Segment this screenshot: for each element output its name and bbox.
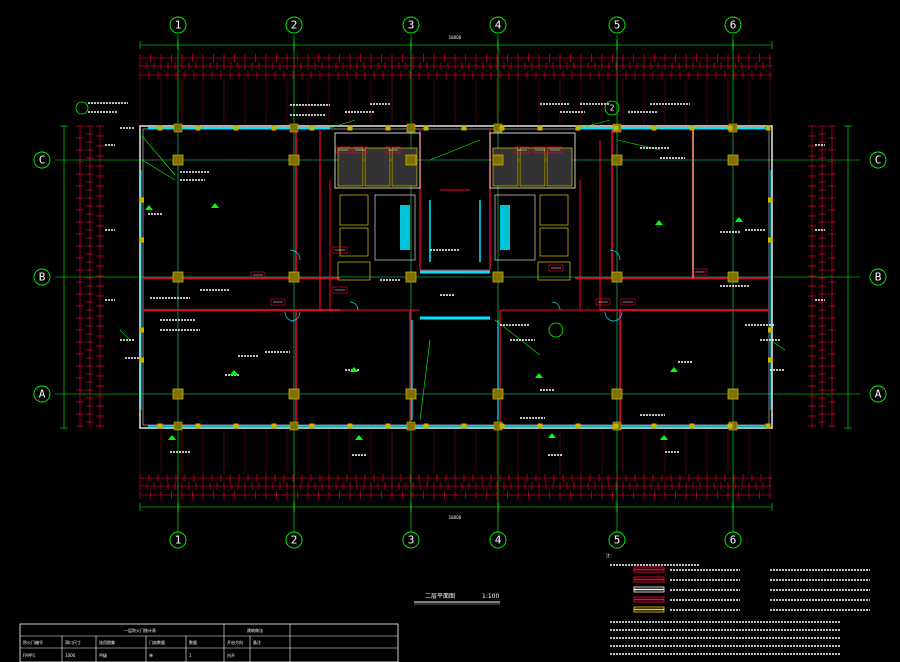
notes-legend-block: 注： xyxy=(606,552,870,655)
axis-bubble-label-col-5: 5 xyxy=(614,534,621,547)
axis-bubble-circle xyxy=(33,385,51,403)
structural-columns xyxy=(139,123,773,431)
axis-bubble-label-row-B: B xyxy=(39,271,46,284)
note-lines xyxy=(610,564,840,655)
column xyxy=(727,388,739,400)
axis-bubble-circle xyxy=(869,151,887,169)
core-right xyxy=(489,132,576,281)
axis-bubble-circle xyxy=(724,16,742,34)
column xyxy=(288,154,300,166)
axis-bubble-label-col-4: 4 xyxy=(495,19,502,32)
axis-bubble-circle xyxy=(169,16,187,34)
dimension-chains xyxy=(60,40,852,512)
table-cell: 门扇数量 xyxy=(149,639,165,645)
column xyxy=(611,388,623,400)
axis-bubble-label-col-4: 4 xyxy=(495,534,502,547)
axis-bubble-label-row-B: B xyxy=(875,271,882,284)
column xyxy=(611,271,623,283)
table-cell: 开启方向 xyxy=(227,639,243,645)
axis-bubble-label-col-2: 2 xyxy=(291,534,298,547)
table-cell: 单 xyxy=(149,652,153,658)
axis-bubble-circle xyxy=(489,531,507,549)
column xyxy=(288,388,300,400)
axis-bubble-circle xyxy=(285,16,303,34)
axis-bubble-circle xyxy=(169,531,187,549)
table-cell: 1 xyxy=(189,653,192,658)
annotation-text-marks xyxy=(88,102,825,456)
column xyxy=(492,154,504,166)
detail-bubble-label: 2 xyxy=(610,104,615,113)
detail-bubble: 2 xyxy=(75,100,620,338)
axis-bubble-label-row-C: C xyxy=(39,154,46,167)
axis-bubble-label-col-3: 3 xyxy=(408,534,415,547)
interior-walls xyxy=(143,130,769,425)
axis-bubble-label-col-6: 6 xyxy=(730,19,737,32)
axis-bubble-label-col-5: 5 xyxy=(614,19,621,32)
axis-bubble-circle xyxy=(869,385,887,403)
axis-grid-lines xyxy=(55,35,860,532)
table-cell: 1000 xyxy=(65,653,76,658)
table-cell: 甲级 xyxy=(99,652,107,658)
axis-bubble-label-col-1: 1 xyxy=(175,534,182,547)
axis-bubble-label-col-2: 2 xyxy=(291,19,298,32)
elevation-markers xyxy=(145,203,743,440)
plan-title-block: 二层平面图 1:100 xyxy=(414,593,500,605)
core-left xyxy=(334,132,421,281)
column xyxy=(492,271,504,283)
legend-rows xyxy=(633,566,870,613)
axis-bubble-circle xyxy=(869,268,887,286)
table-cell: 备注 xyxy=(253,639,261,645)
column xyxy=(727,154,739,166)
column xyxy=(492,388,504,400)
column xyxy=(611,154,623,166)
column xyxy=(172,154,184,166)
axis-bubble-label-col-3: 3 xyxy=(408,19,415,32)
table-cell: 洞口尺寸 xyxy=(65,639,81,645)
column xyxy=(288,271,300,283)
axis-bubble-label-col-1: 1 xyxy=(175,19,182,32)
column xyxy=(405,271,417,283)
axis-bubble-label-col-6: 6 xyxy=(730,534,737,547)
axis-bubble-circle xyxy=(33,151,51,169)
door-swings xyxy=(284,249,623,322)
table-title-left: 一层防火门统计表 xyxy=(124,627,156,633)
notes-heading: 注： xyxy=(606,552,614,558)
plan-scale: 1:100 xyxy=(482,593,499,600)
plan-title: 二层平面图 xyxy=(425,593,455,600)
overall-dimension-top: 18000 xyxy=(449,35,462,40)
column xyxy=(405,154,417,166)
axis-bubble-circle xyxy=(402,531,420,549)
axis-bubble-label-row-A: A xyxy=(875,388,882,401)
overall-dimension-bottom: 18000 xyxy=(449,515,462,520)
axis-bubble-circle xyxy=(33,268,51,286)
axis-bubble-circle xyxy=(402,16,420,34)
column xyxy=(172,388,184,400)
table-cell: 数量 xyxy=(189,639,197,645)
corridor-glazing xyxy=(411,200,499,420)
table-cell: 内开 xyxy=(227,652,235,658)
axis-bubble-label-row-A: A xyxy=(39,388,46,401)
leader-lines xyxy=(119,119,786,421)
table-cell: FM甲1 xyxy=(23,653,36,658)
axis-bubble-circle xyxy=(608,531,626,549)
column xyxy=(727,271,739,283)
table-cell: 防火门编号 xyxy=(23,639,43,645)
axis-bubble-circle xyxy=(489,16,507,34)
axis-bubble-circle xyxy=(724,531,742,549)
axis-bubble-circle xyxy=(608,16,626,34)
axis-bubble-label-row-C: C xyxy=(875,154,882,167)
door-tags xyxy=(250,146,708,306)
column xyxy=(172,271,184,283)
table-cell: 选用图集 xyxy=(99,639,115,645)
axis-bubble-circle xyxy=(285,531,303,549)
table-title-right: 建筑做法 xyxy=(247,627,263,633)
column xyxy=(405,388,417,400)
